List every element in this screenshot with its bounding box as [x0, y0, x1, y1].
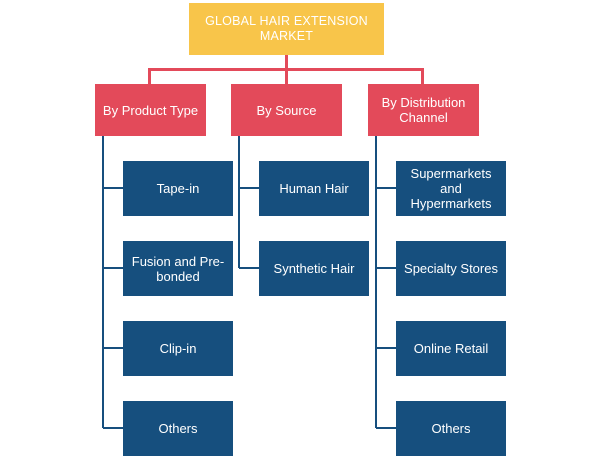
leaf-others-distribution: Others	[396, 401, 506, 456]
category-source: By Source	[231, 84, 342, 136]
root-node: GLOBAL HAIR EXTENSION MARKET	[189, 3, 384, 55]
leaf-others-product: Others	[123, 401, 233, 456]
leaf-tape-in: Tape-in	[123, 161, 233, 216]
category-distribution-channel: By Distribution Channel	[368, 84, 479, 136]
leaf-clip-in: Clip-in	[123, 321, 233, 376]
category-product-type: By Product Type	[95, 84, 206, 136]
leaf-human-hair: Human Hair	[259, 161, 369, 216]
leaf-synthetic-hair: Synthetic Hair	[259, 241, 369, 296]
category-drop-2	[285, 68, 288, 84]
category-drop-3	[421, 68, 424, 84]
root-stem	[285, 55, 288, 70]
leaf-supermarkets-hypermarkets: Supermarkets and Hypermarkets	[396, 161, 506, 216]
leaf-fusion-pre-bonded: Fusion and Pre- bonded	[123, 241, 233, 296]
leaf-online-retail: Online Retail	[396, 321, 506, 376]
category-drop-1	[148, 68, 151, 84]
leaf-specialty-stores: Specialty Stores	[396, 241, 506, 296]
